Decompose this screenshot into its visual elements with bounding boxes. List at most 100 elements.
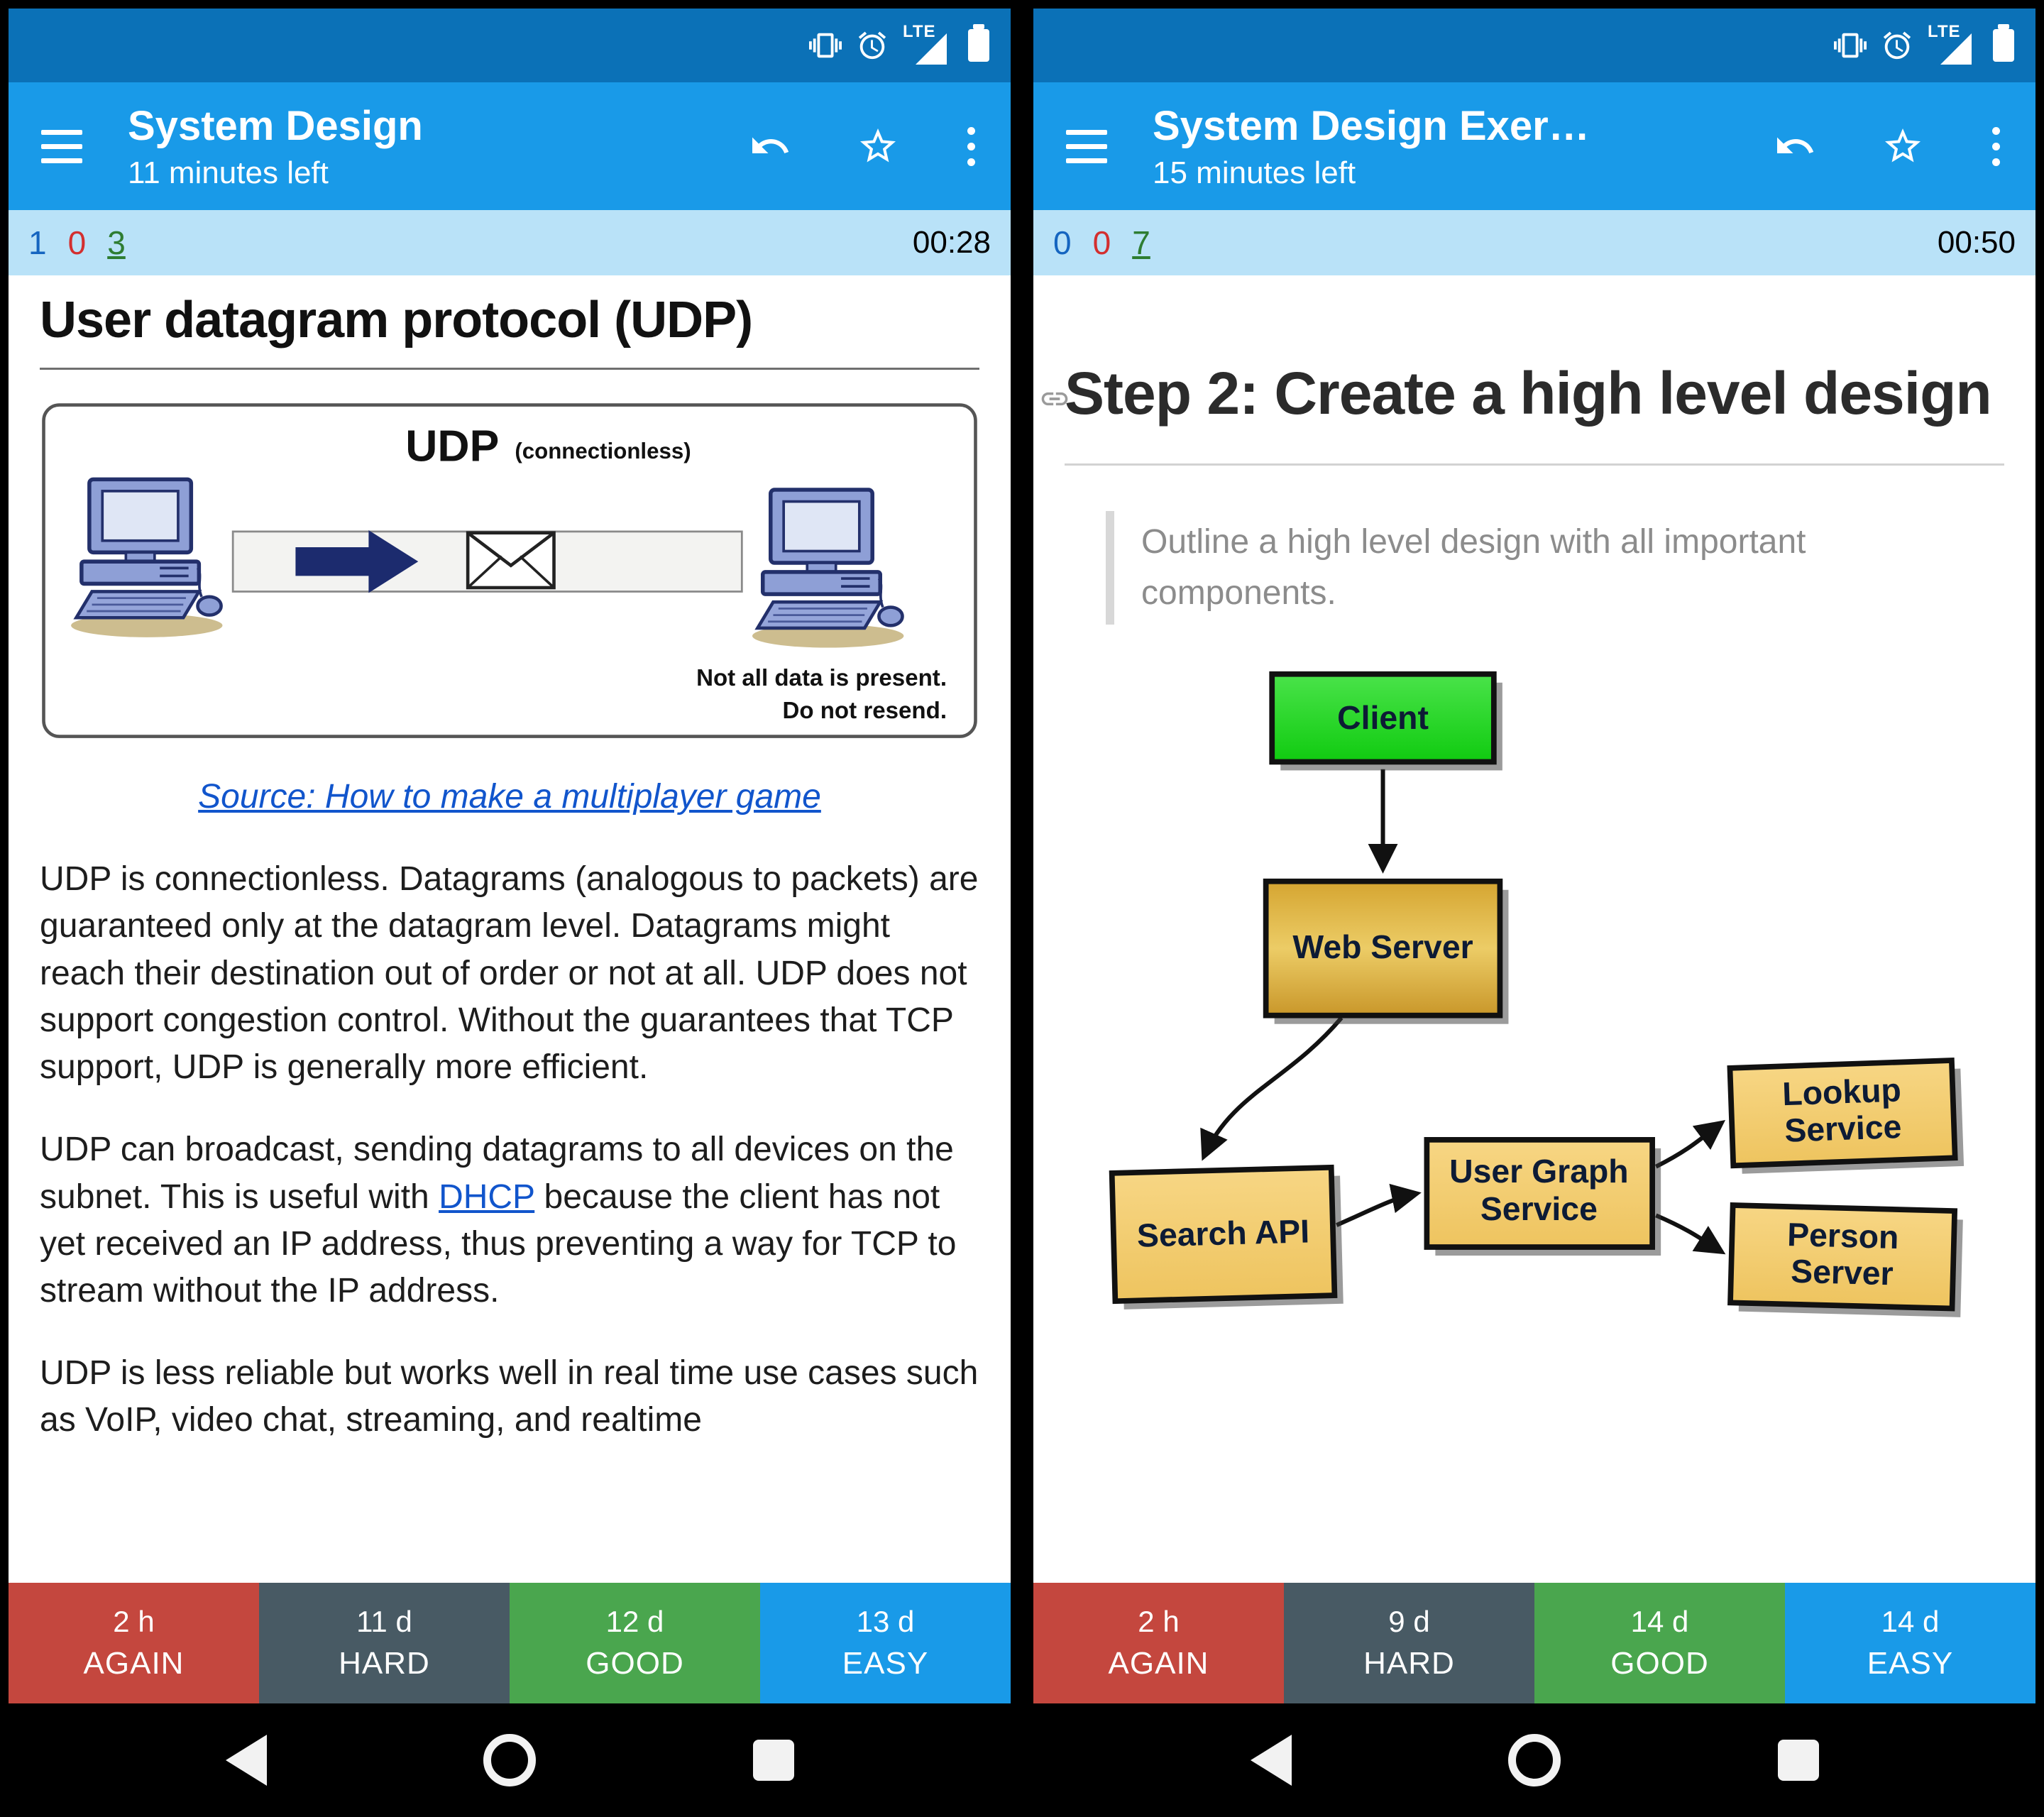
figure-note-line2: Do not resend. [782,698,947,724]
right-phone-screen: LTE System Design Exer… 15 minutes left … [1033,9,2035,1817]
star-icon[interactable] [857,125,899,168]
card-content: Step 2: Create a high level design Outli… [1033,275,2035,1583]
diagram-node-person-server: Person Server [1727,1202,1964,1318]
review-count: 3 [107,224,126,261]
hard-button[interactable]: 11 d HARD [259,1583,510,1703]
divider [40,368,979,370]
new-count: 1 [28,224,47,261]
paragraph-udp-broadcast: UDP can broadcast, sending datagrams to … [40,1131,957,1310]
svg-text:Service: Service [1480,1190,1598,1227]
undo-icon[interactable] [1774,125,1816,168]
home-button[interactable] [1508,1734,1561,1786]
alarm-icon [858,31,886,60]
divider [1065,463,2004,466]
card-counts-bar: 1 0 3 00:28 [9,210,1011,275]
answer-buttons: 2 h AGAIN 9 d HARD 14 d GOOD 14 d EASY [1033,1583,2035,1703]
heading-link-icon [1039,383,1070,418]
signal-indicator: LTE [1928,22,1974,66]
app-bar: System Design Exer… 15 minutes left [1033,82,2035,210]
battery-icon [1993,24,2014,62]
diagram-node-client: Client [1269,671,1503,771]
easy-button[interactable]: 13 d EASY [760,1583,1011,1703]
back-button[interactable] [225,1735,267,1786]
edge-usergraph-person [1655,1213,1726,1255]
review-count: 7 [1132,224,1150,261]
edge-usergraph-lookup [1655,1120,1726,1169]
app-bar-actions [749,124,978,169]
edge-searchapi-usergraph [1336,1184,1422,1228]
deck-title: System Design Exer… [1153,102,1590,149]
back-button[interactable] [1250,1735,1292,1786]
android-nav-bar [9,1703,1011,1817]
arrow-right-icon [295,530,419,593]
app-bar-titles: System Design 11 minutes left [128,102,735,191]
undo-icon[interactable] [749,125,791,168]
svg-text:Client: Client [1338,699,1429,736]
card-heading: Step 2: Create a high level design [1065,360,1992,427]
new-count: 0 [1053,224,1072,261]
recents-button[interactable] [752,1740,794,1781]
source-link[interactable]: Source: How to make a multiplayer game [198,778,821,816]
alarm-icon [1883,31,1911,60]
learning-count: 0 [67,224,87,261]
status-bar: LTE [9,9,1011,82]
again-button[interactable]: 2 h AGAIN [1033,1583,1284,1703]
signal-strength-icon [1940,33,1972,65]
diagram-node-web-server: Web Server [1263,879,1509,1024]
udp-illustration: UDP (connectionless) Not all data is pre… [40,401,979,740]
svg-text:Search API: Search API [1137,1213,1310,1254]
svg-text:Service: Service [1784,1108,1903,1149]
good-button[interactable]: 14 d GOOD [1534,1583,1785,1703]
vibrate-icon [809,33,842,58]
menu-button[interactable] [41,129,82,163]
svg-text:Web Server: Web Server [1293,928,1473,965]
time-left-subtitle: 11 minutes left [128,155,329,190]
again-button[interactable]: 2 h AGAIN [9,1583,259,1703]
svg-text:Person: Person [1787,1216,1899,1256]
card-heading: User datagram protocol (UDP) [40,292,753,348]
star-icon[interactable] [1881,125,1924,168]
card-timer: 00:28 [912,225,991,260]
signal-indicator: LTE [903,22,950,66]
deck-title: System Design [128,102,423,149]
diagram-node-lookup-service: Lookup Service [1727,1058,1965,1174]
app-bar-actions [1774,124,2003,169]
status-bar: LTE [1033,9,2035,82]
edge-webserver-searchapi [1200,1016,1344,1161]
signal-strength-icon [916,33,947,65]
learning-count: 0 [1092,224,1111,261]
easy-button[interactable]: 14 d EASY [1785,1583,2035,1703]
hard-button[interactable]: 9 d HARD [1284,1583,1534,1703]
svg-text:Lookup: Lookup [1782,1072,1902,1113]
card-counts-bar: 0 0 7 00:50 [1033,210,2035,275]
answer-buttons: 2 h AGAIN 11 d HARD 12 d GOOD 13 d EASY [9,1583,1011,1703]
diagram-node-search-api: Search API [1109,1165,1344,1310]
card-timer: 00:50 [1937,225,2016,260]
svg-text:Server: Server [1791,1253,1894,1292]
svg-text:User Graph: User Graph [1450,1153,1630,1190]
android-nav-bar [1033,1703,2035,1817]
card-content: User datagram protocol (UDP) [9,275,1011,1583]
menu-button[interactable] [1066,129,1107,163]
figure-title: UDP [405,422,499,471]
battery-icon [968,24,989,62]
diagram-node-user-graph-service: User Graph Service [1424,1137,1661,1256]
overflow-menu-icon[interactable] [1989,124,2003,169]
app-bar-titles: System Design Exer… 15 minutes left [1153,102,1759,191]
figure-note-line1: Not all data is present. [696,665,947,691]
app-bar: System Design 11 minutes left [9,82,1011,210]
overflow-menu-icon[interactable] [965,124,978,169]
left-phone-screen: LTE System Design 11 minutes left 1 0 3 … [9,9,1011,1817]
good-button[interactable]: 12 d GOOD [510,1583,760,1703]
recents-button[interactable] [1777,1740,1819,1781]
dhcp-link[interactable]: DHCP [439,1178,535,1216]
paragraph-udp-connectionless: UDP is connectionless. Datagrams (analog… [40,860,979,1087]
home-button[interactable] [483,1734,536,1786]
time-left-subtitle: 15 minutes left [1153,155,1356,190]
figure-subtitle: (connectionless) [515,439,691,463]
envelope-icon [466,531,556,590]
architecture-diagram: Client Web Server Search API [1109,671,1965,1318]
paragraph-udp-realtime: UDP is less reliable but works well in r… [40,1354,979,1439]
vibrate-icon [1834,33,1867,58]
